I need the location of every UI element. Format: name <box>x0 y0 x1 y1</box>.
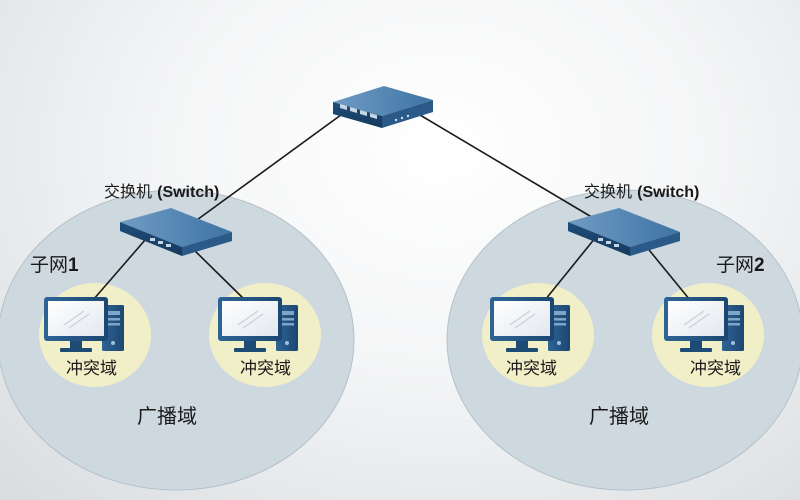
link-switch1-pc2 <box>191 247 246 301</box>
subnet-label-text: 子网 <box>30 254 69 276</box>
core-switch-icon <box>333 86 433 128</box>
switch-label-zh: 交换机 <box>104 182 153 201</box>
subnet-label-text: 子网 <box>716 254 755 276</box>
subnet-label-2: 子网2 <box>716 254 765 276</box>
link-core-switch1 <box>189 111 346 226</box>
broadcast-domain-1 <box>0 189 355 491</box>
collision-domain-label-1-2: 冲突域 <box>240 359 291 379</box>
subnet-number: 2 <box>754 255 765 276</box>
collision-domain-label-1-1: 冲突域 <box>66 359 117 379</box>
subnet-number: 1 <box>68 255 79 276</box>
switch-icon-1 <box>120 208 232 256</box>
switch-label-2: 交换机 (Switch) <box>584 184 699 201</box>
collision-domain-label-2-1: 冲突域 <box>506 359 557 379</box>
network-links <box>92 111 691 301</box>
broadcast-domain-label-2: 广播域 <box>589 404 649 428</box>
switch-label-zh: 交换机 <box>584 182 633 201</box>
switch-label-en: (Switch) <box>637 184 700 201</box>
link-switch2-pc1 <box>544 231 601 301</box>
subnet-label-1: 子网1 <box>30 254 79 276</box>
link-core-switch2 <box>419 114 601 223</box>
collision-domain-label-2-2: 冲突域 <box>690 359 741 379</box>
broadcast-domain-label-1: 广播域 <box>137 404 197 428</box>
switch-label-1: 交换机 (Switch) <box>104 184 219 201</box>
switch-label-en: (Switch) <box>157 184 220 201</box>
link-switch2-pc2 <box>644 244 691 301</box>
broadcast-domain-2 <box>446 189 800 491</box>
switch-icon-2 <box>568 208 680 256</box>
link-switch1-pc1 <box>92 231 153 301</box>
